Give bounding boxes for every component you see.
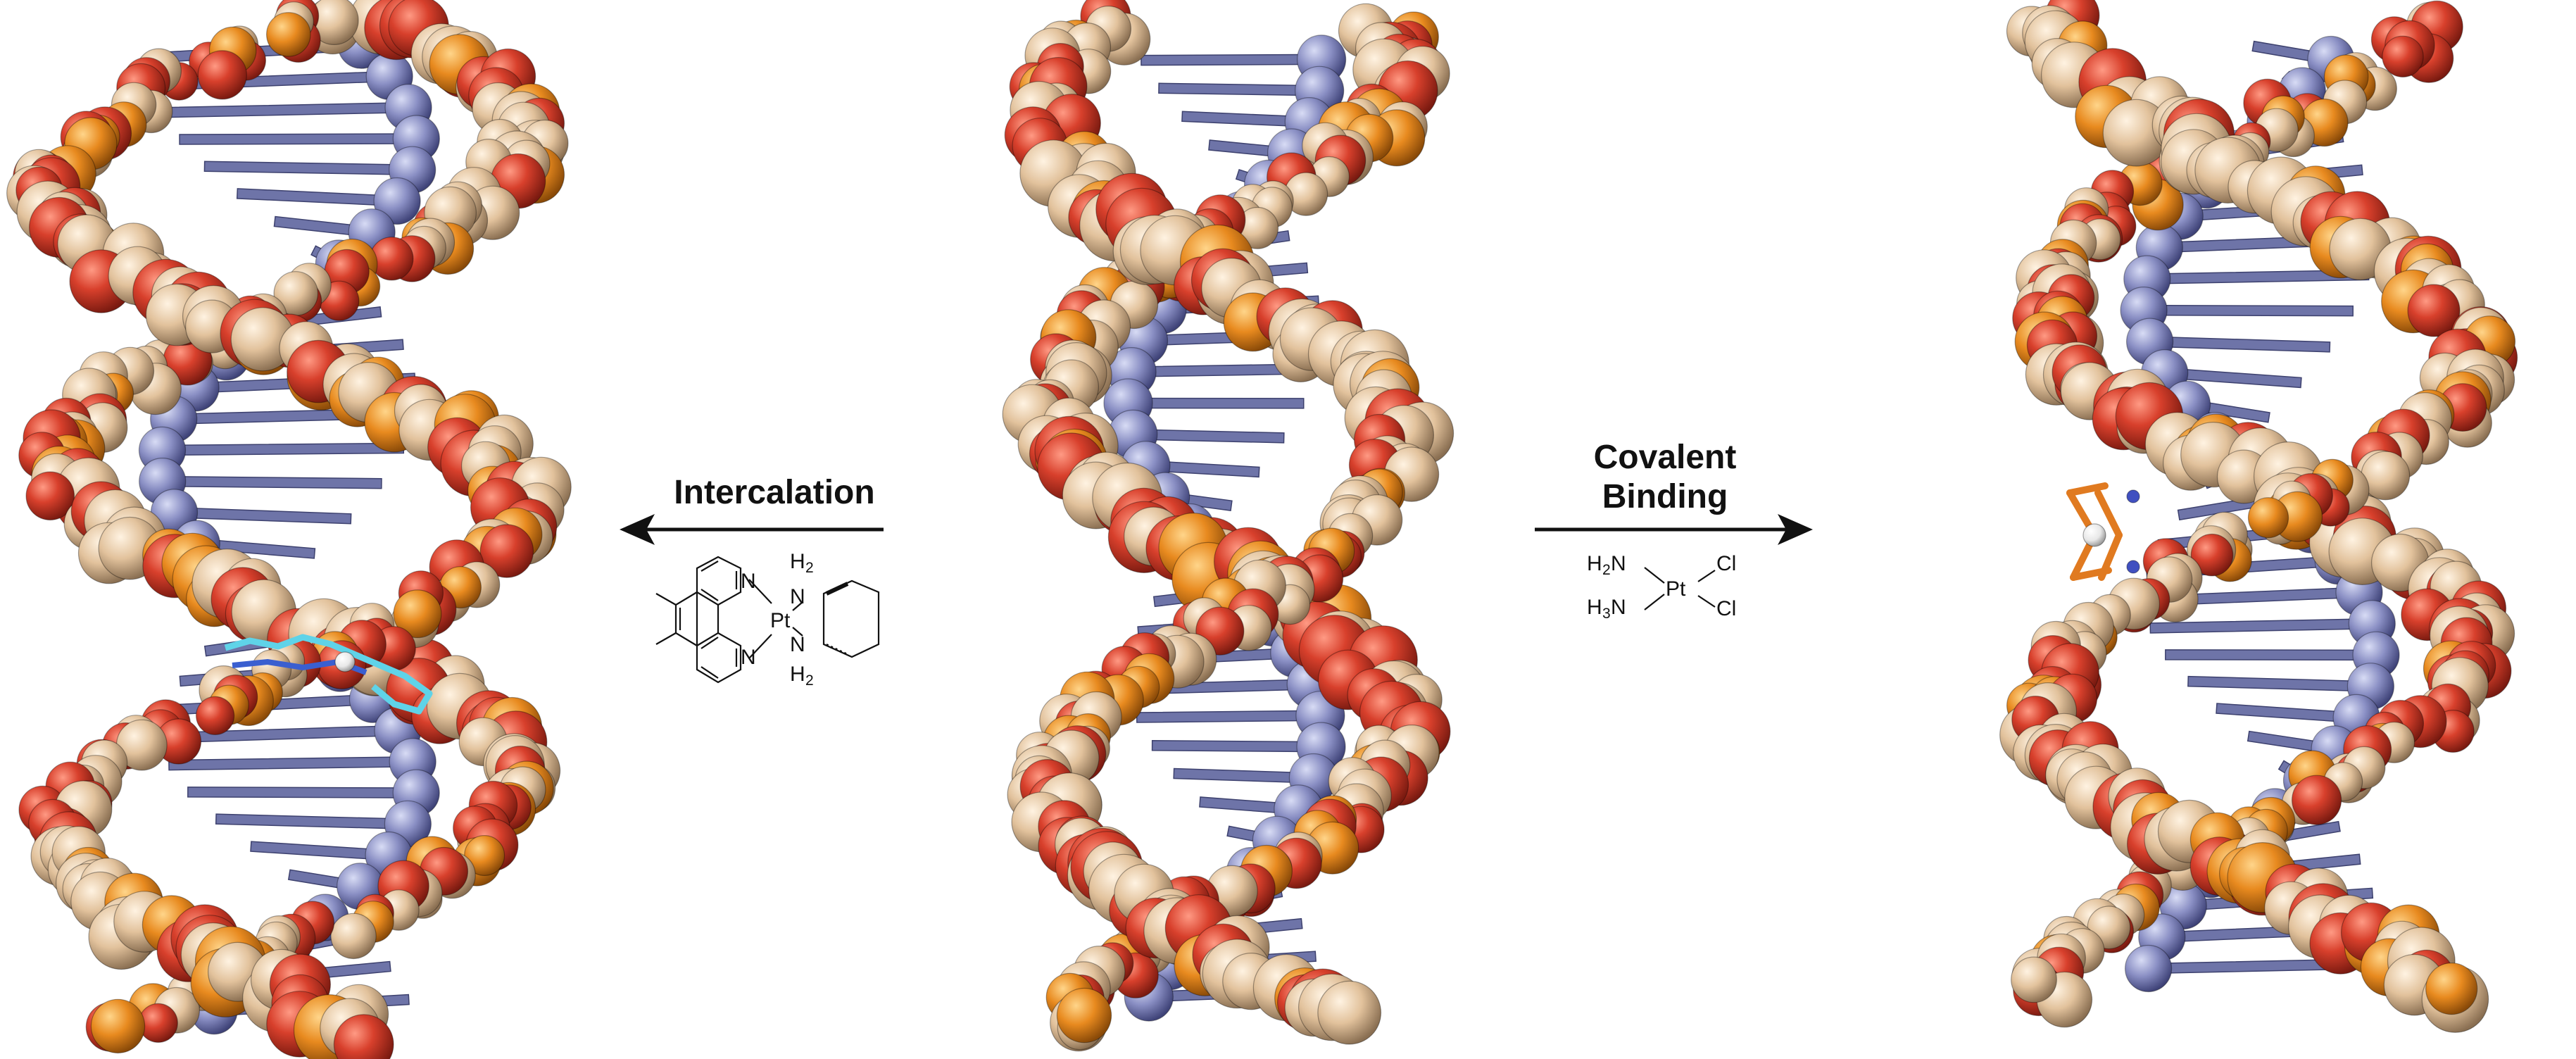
cisplatin-bond xyxy=(2094,489,2123,539)
h2n-sub: 2 xyxy=(1602,562,1611,578)
cisplatin-adduct xyxy=(2066,482,2140,581)
phosphorus-atom xyxy=(2247,497,2289,539)
carbon-atom xyxy=(330,913,377,960)
h3n-H: H xyxy=(1587,596,1602,619)
atom-Pt-right: Pt xyxy=(1666,577,1686,601)
oxygen-atom xyxy=(2190,533,2234,577)
nitrogen-atom xyxy=(2126,489,2140,503)
atom-N-top: N xyxy=(741,570,756,593)
h3n-sub: 3 xyxy=(1602,606,1611,622)
phosphorus-atom xyxy=(1056,987,1112,1044)
phosphorus-atom xyxy=(2425,963,2478,1015)
intercalator-structure: N N Pt H 2 N N H 2 xyxy=(655,550,880,689)
cisplatin-structure: H 2 N H 3 N Pt Cl Cl xyxy=(1587,552,1736,622)
atom-Cl-top: Cl xyxy=(1716,552,1736,575)
atom-Pt-left: Pt xyxy=(770,609,791,632)
oxygen-atom xyxy=(196,696,235,736)
platinum-atom xyxy=(2082,523,2106,547)
backbone-atoms-left xyxy=(6,0,572,1059)
phosphorus-atom xyxy=(90,998,146,1054)
cisplatin-bond xyxy=(2070,567,2112,581)
h2n-H: H xyxy=(1587,552,1602,575)
nitrogen-atom xyxy=(2125,944,2173,993)
oxygen-atom xyxy=(2382,35,2424,78)
oxygen-atom xyxy=(479,524,534,578)
nh2-top-sub: 2 xyxy=(805,560,814,576)
carbon-atom xyxy=(2011,956,2057,1003)
nh2-bot-sub: 2 xyxy=(805,672,814,689)
nh2-top-H: H xyxy=(790,550,805,573)
oxygen-atom xyxy=(197,50,247,100)
covalent-binding-label: Covalent Binding xyxy=(1549,438,1781,517)
backbone-atoms-center xyxy=(1002,0,1455,1052)
phosphorus-atom xyxy=(393,589,442,639)
nh2-bot-H: H xyxy=(790,663,805,686)
oxygen-atom xyxy=(2292,775,2342,825)
platinum-atom xyxy=(334,651,356,672)
h3n-N: N xyxy=(1611,596,1626,619)
phosphorus-atom xyxy=(265,12,311,57)
phosphorus-atom xyxy=(464,834,505,876)
covalent-label-line1: Covalent xyxy=(1593,439,1737,476)
nh2-top-N: N xyxy=(790,585,805,608)
oxygen-atom xyxy=(25,471,75,521)
backbone-atoms-right xyxy=(1999,0,2518,1033)
intercalator-ligand xyxy=(224,634,433,715)
arrow-intercalation xyxy=(620,514,884,545)
nitrogen-atom xyxy=(2126,560,2140,574)
carbon-atom xyxy=(1317,980,1382,1045)
nitrogen-atom xyxy=(373,177,421,225)
oxygen-atom xyxy=(333,1014,394,1059)
atom-N-bottom: N xyxy=(741,646,756,669)
ligand-sticks xyxy=(224,634,433,715)
h2n-N: N xyxy=(1611,552,1626,575)
cisplatin-bond xyxy=(2066,482,2109,496)
intercalation-label: Intercalation xyxy=(674,474,875,511)
oxygen-atom xyxy=(2407,284,2461,337)
covalent-label-line2: Binding xyxy=(1602,478,1728,515)
atom-Cl-bottom: Cl xyxy=(1716,597,1736,620)
nh2-bot-N: N xyxy=(790,633,805,656)
arrow-covalent-binding xyxy=(1535,514,1813,545)
